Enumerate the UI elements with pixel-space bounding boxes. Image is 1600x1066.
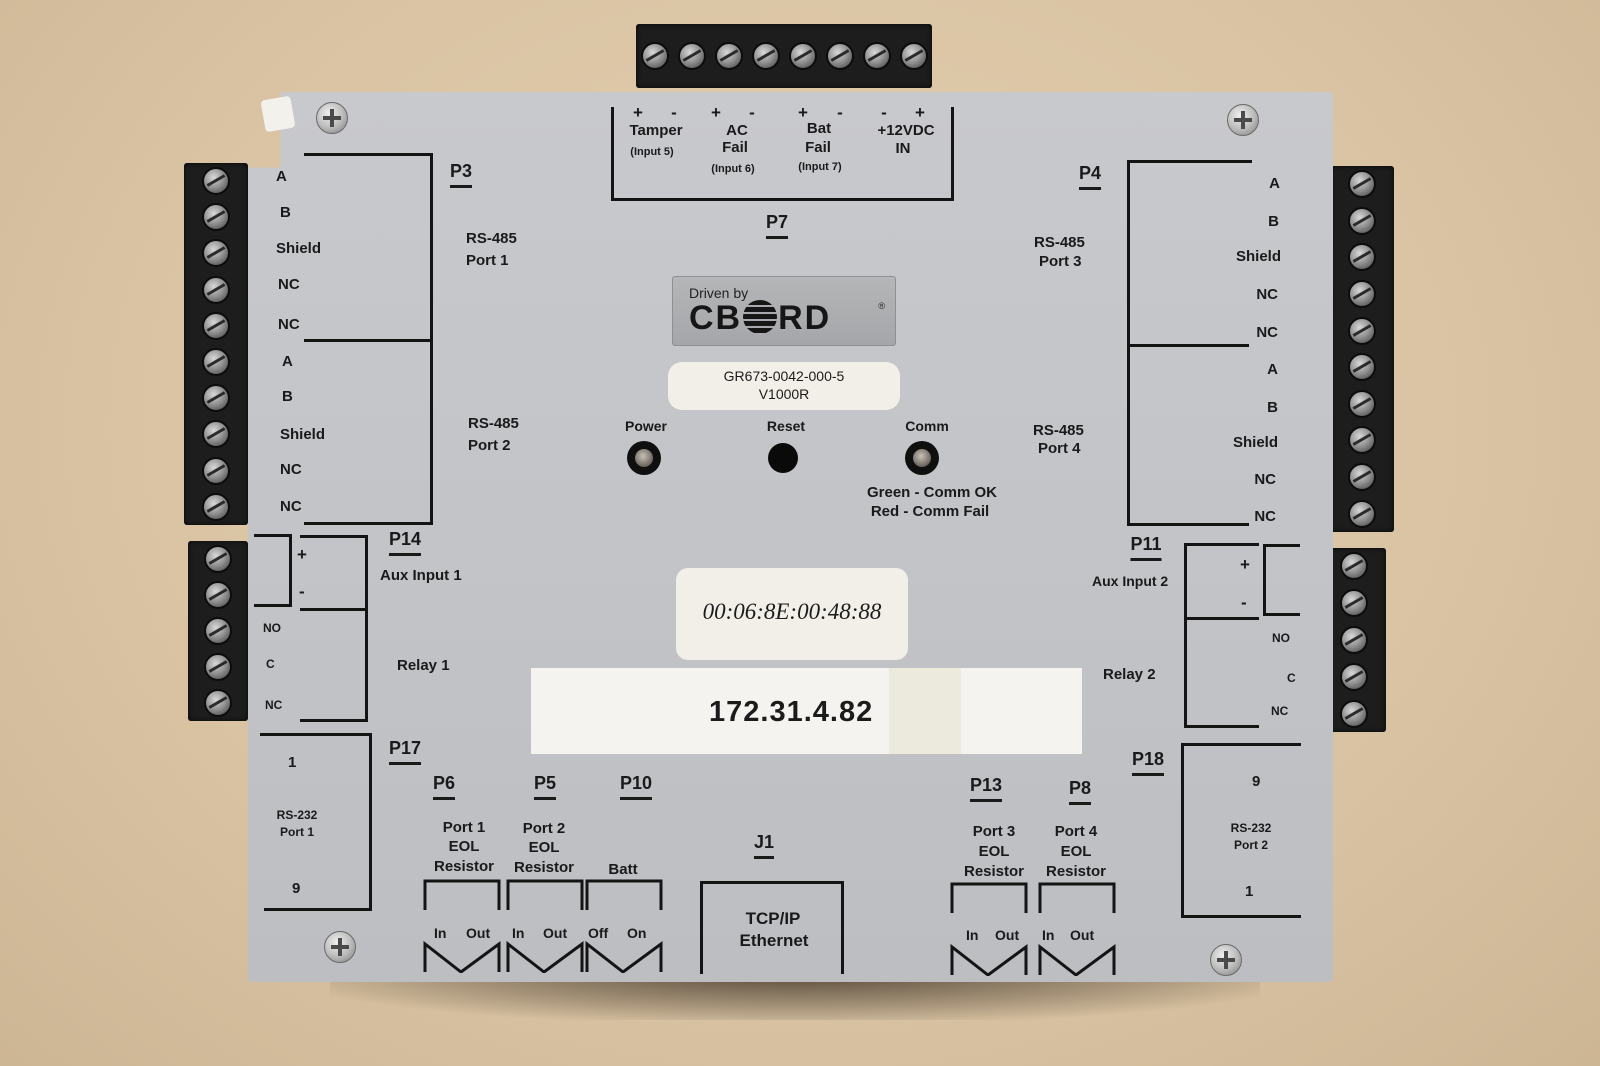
terminal-screw[interactable] [202, 348, 230, 377]
terminal-screw[interactable] [714, 42, 743, 70]
terminal-block-p3[interactable] [184, 163, 248, 525]
reset-label: Reset [766, 418, 806, 434]
jumper-symbol-icon [1038, 882, 1116, 977]
terminal-screw[interactable] [1348, 463, 1376, 492]
terminal-screw[interactable] [788, 42, 817, 70]
terminal-screw[interactable] [1348, 499, 1376, 528]
terminal-screw[interactable] [204, 545, 232, 573]
controller-faceplate [248, 92, 1333, 982]
rs232-port1-title: RS-232 [276, 808, 318, 822]
terminal-screw[interactable] [1348, 389, 1376, 418]
terminal-screw[interactable] [1340, 589, 1368, 618]
rs485-port2-title: RS-485 [468, 415, 519, 432]
rs485-port3-title: RS-485 [1034, 234, 1085, 251]
jumper-p6[interactable] [423, 878, 501, 974]
aux-input-1-label: Aux Input 1 [380, 567, 462, 584]
terminal-screw[interactable] [202, 311, 230, 340]
globe-icon [743, 300, 778, 334]
terminal-block-p7[interactable] [636, 24, 932, 88]
reset-button[interactable] [768, 443, 798, 473]
terminal-screw[interactable] [677, 42, 706, 70]
terminal-screw[interactable] [640, 42, 669, 70]
terminal-screw[interactable] [899, 42, 928, 70]
corner-screw-icon [324, 931, 356, 963]
comm-legend-fail: Red - Comm Fail [870, 503, 990, 520]
mac-address-sticker: 00:06:8E:00:48:88 [676, 568, 908, 660]
terminal-screw[interactable] [204, 617, 232, 645]
terminal-screw[interactable] [1340, 625, 1368, 654]
connector-label-p5: P5 [533, 773, 557, 800]
terminal-screw[interactable] [202, 167, 230, 196]
connector-label-p11: P11 [1130, 534, 1162, 561]
corner-screw-icon [1227, 104, 1259, 136]
terminal-screw[interactable] [202, 420, 230, 449]
jumper-symbol-icon [585, 879, 663, 974]
terminal-screw[interactable] [202, 239, 230, 268]
terminal-screw[interactable] [202, 456, 230, 485]
ip-address-label: 172.31.4.82 [531, 668, 1082, 754]
comm-legend-ok: Green - Comm OK [866, 484, 998, 501]
terminal-screw[interactable] [1348, 243, 1376, 272]
corner-screw-icon [316, 102, 348, 134]
terminal-block-p14[interactable] [188, 541, 248, 721]
terminal-screw[interactable] [1348, 316, 1376, 345]
connector-label-p3: P3 [449, 161, 473, 188]
terminal-screw[interactable] [202, 275, 230, 304]
terminal-screw[interactable] [202, 203, 230, 232]
terminal-screw[interactable] [202, 384, 230, 413]
relay-1-label: Relay 1 [397, 657, 450, 674]
tape-strip [889, 668, 961, 754]
connector-label-p14: P14 [388, 529, 422, 556]
jumper-p13[interactable] [950, 881, 1028, 977]
rs232-port2-title: RS-232 [1230, 821, 1272, 835]
aux-input-2-label: Aux Input 2 [1092, 573, 1169, 589]
connector-label-p17: P17 [388, 738, 422, 765]
relay-2-label: Relay 2 [1103, 666, 1156, 683]
terminal-screw[interactable] [751, 42, 780, 70]
rs485-port4-title: RS-485 [1033, 422, 1084, 439]
model-sticker: GR673-0042-000-5 V1000R [668, 362, 900, 410]
terminal-screw[interactable] [204, 581, 232, 609]
terminal-screw[interactable] [204, 653, 232, 681]
terminal-screw[interactable] [1340, 662, 1368, 691]
terminal-screw[interactable] [1348, 280, 1376, 309]
terminal-screw[interactable] [1348, 426, 1376, 455]
terminal-screw[interactable] [862, 42, 891, 70]
power-led [627, 441, 661, 475]
jumper-symbol-icon [423, 879, 501, 974]
connector-label-p4: P4 [1078, 163, 1102, 190]
terminal-screw[interactable] [1340, 552, 1368, 581]
jumper-symbol-icon [506, 879, 584, 974]
connector-label-p18: P18 [1131, 749, 1165, 776]
terminal-screw[interactable] [1348, 353, 1376, 382]
jumper-p8[interactable] [1038, 881, 1116, 977]
connector-label-p6: P6 [432, 773, 456, 800]
connector-label-p7: P7 [765, 212, 789, 239]
terminal-screw[interactable] [1348, 206, 1376, 235]
connector-label-p8: P8 [1068, 778, 1092, 805]
jumper-symbol-icon [950, 882, 1028, 977]
connector-label-p10: P10 [619, 773, 653, 800]
jumper-p10-battery[interactable] [585, 878, 663, 974]
comm-led [905, 441, 939, 475]
corner-screw-icon [1210, 944, 1242, 976]
terminal-screw[interactable] [825, 42, 854, 70]
connector-label-j1: J1 [753, 832, 775, 859]
jumper-p5[interactable] [506, 878, 584, 974]
terminal-screw[interactable] [1348, 170, 1376, 199]
connector-label-p13: P13 [969, 775, 1003, 802]
terminal-screw[interactable] [202, 492, 230, 521]
comm-label: Comm [905, 418, 949, 434]
power-label: Power [624, 418, 668, 434]
terminal-block-p4[interactable] [1330, 166, 1394, 532]
plastic-latch [260, 95, 296, 133]
rs485-port1-title: RS-485 [466, 230, 517, 247]
terminal-screw[interactable] [204, 689, 232, 717]
terminal-screw[interactable] [1340, 699, 1368, 728]
